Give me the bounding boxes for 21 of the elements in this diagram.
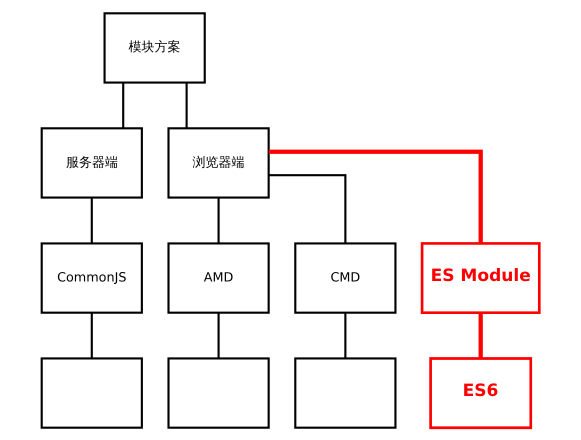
connector [122, 82, 124, 128]
node-box: CommonJS [40, 242, 143, 314]
connector [218, 312, 220, 358]
node-box: ES Module [420, 242, 541, 314]
node-box: ES6 [429, 356, 532, 429]
node-box [167, 356, 270, 428]
connector [218, 197, 220, 243]
connector [478, 312, 483, 358]
connector [186, 82, 188, 128]
node-box [40, 356, 143, 428]
node-box: 模块方案 [104, 12, 206, 84]
connector [344, 312, 346, 358]
connector [268, 174, 346, 243]
node-box: CMD [294, 242, 397, 314]
node-box [294, 356, 397, 428]
node-box: 浏览器端 [167, 126, 270, 198]
connector [90, 197, 93, 243]
node-box: 服务器端 [40, 126, 143, 198]
node-box: AMD [167, 242, 270, 314]
connector [90, 312, 93, 358]
connector [268, 149, 483, 243]
